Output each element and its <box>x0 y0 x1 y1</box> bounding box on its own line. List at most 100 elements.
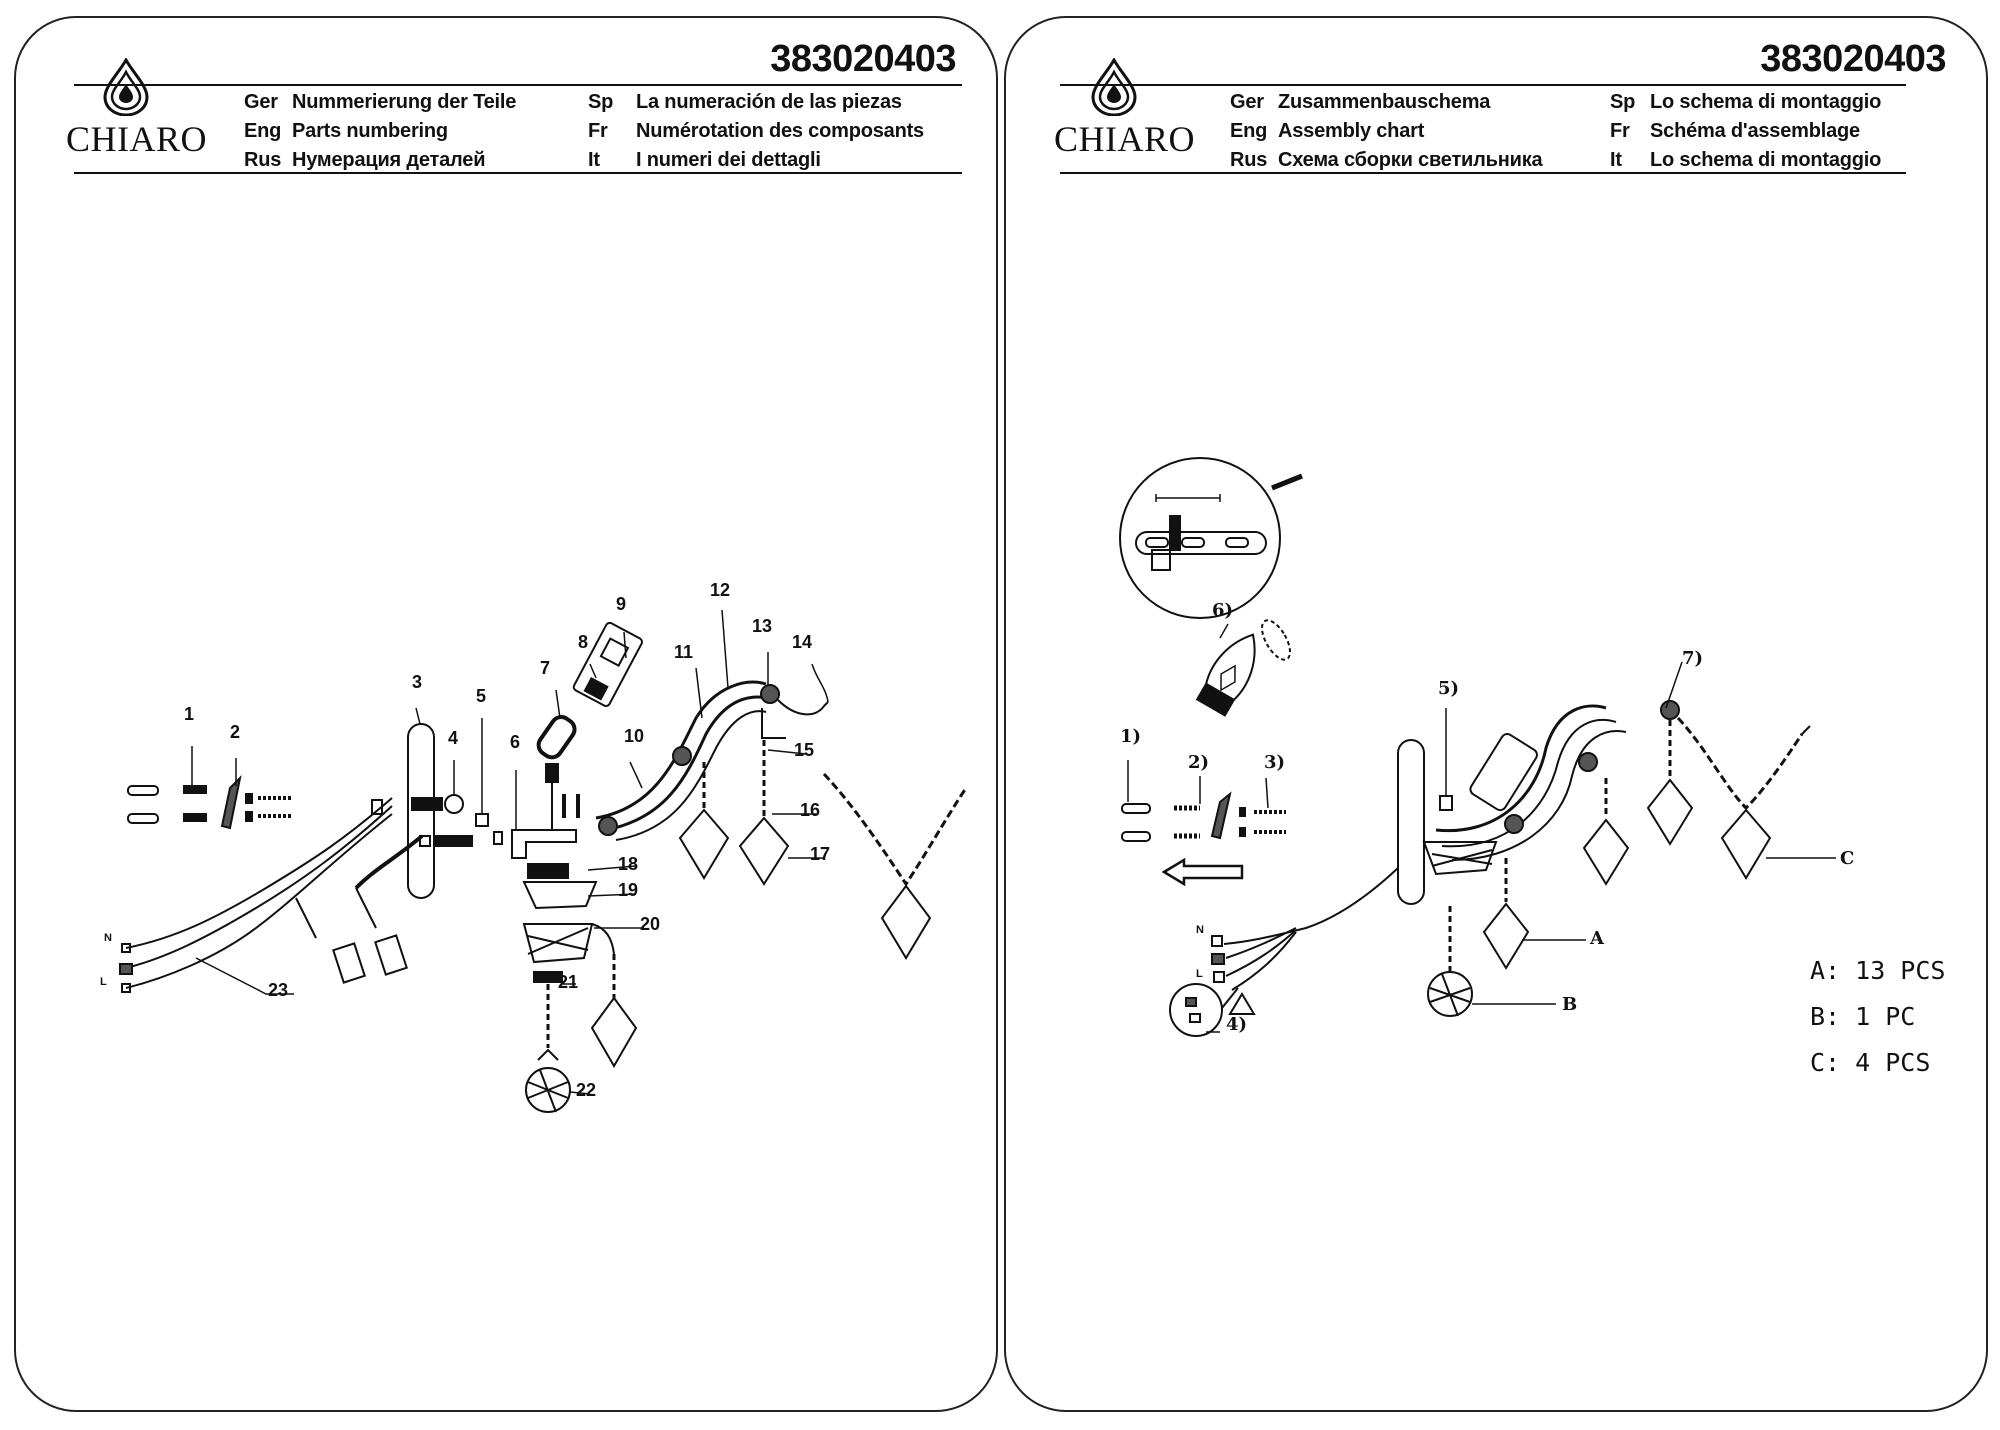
wall-anchors <box>127 785 207 824</box>
brand-logo: CHIARO <box>1054 58 1196 160</box>
drop-logo-icon <box>1091 58 1137 116</box>
left-arrow-icon <box>1161 857 1244 887</box>
callout-3: 3 <box>412 672 423 692</box>
wire-label-n: N <box>1196 924 1204 936</box>
crystal-rosette <box>1660 700 1680 720</box>
callout-20: 20 <box>640 914 661 934</box>
callout-9: 9 <box>616 594 627 614</box>
wire-label-n: N <box>104 932 112 944</box>
brand-name: CHIARO <box>1054 119 1196 159</box>
callout-1: 1 <box>184 704 195 724</box>
step-5-label: 5) <box>1438 678 1460 699</box>
product-code: 383020403 <box>770 38 956 80</box>
crystal-rosette <box>760 684 780 704</box>
callout-17: 17 <box>810 844 831 864</box>
bracket-detail-inset <box>1119 457 1303 619</box>
brand-name: CHIARO <box>66 119 208 159</box>
finial-21 <box>533 971 563 983</box>
decorative-arm <box>595 680 767 820</box>
legend-b: B: 1 PC <box>1810 1002 1916 1031</box>
arm-mount <box>511 829 577 859</box>
wire-label-l: L <box>1196 968 1203 980</box>
rotate-icon <box>1261 619 1291 661</box>
callout-21: 21 <box>558 972 579 992</box>
crystal-ball <box>525 1067 571 1113</box>
crystal-bowl <box>522 923 594 964</box>
crystal-a-3 <box>1646 720 1694 846</box>
callout-16: 16 <box>800 800 821 820</box>
callout-5: 5 <box>476 686 487 706</box>
lamp-socket <box>536 715 577 760</box>
wiring-detail <box>1169 983 1223 1037</box>
step-7-label: 7) <box>1682 648 1704 669</box>
product-code: 383020403 <box>1760 38 1946 80</box>
leader-lines <box>1127 623 1836 1033</box>
callout-18: 18 <box>618 854 639 874</box>
hook-wire <box>777 699 829 716</box>
crystal-c-swag <box>1676 716 1811 880</box>
brand-logo: CHIARO <box>66 58 208 160</box>
candle-sleeve <box>572 621 643 707</box>
callout-15: 15 <box>794 740 815 760</box>
callout-7: 7 <box>540 658 551 678</box>
callout-14: 14 <box>792 632 813 652</box>
crystal-c-label: C <box>1840 848 1855 869</box>
callout-13: 13 <box>752 616 773 636</box>
assembly-diagram <box>1119 457 1836 1037</box>
ring-nut <box>444 794 464 814</box>
crystal-a-1 <box>1482 858 1530 970</box>
terminal-block <box>475 813 489 827</box>
crystal-count-legend: A: 13 PCS B: 1 PC C: 4 PCS <box>1810 948 1945 1086</box>
step-3-label: 3) <box>1264 752 1286 773</box>
legend-c: C: 4 PCS <box>1810 1048 1931 1077</box>
anchor-1 <box>1121 803 1151 814</box>
header-rule-top <box>1060 84 1906 86</box>
header-rule-bottom <box>1060 172 1906 174</box>
drip-cup <box>522 881 598 910</box>
callout-2: 2 <box>230 722 241 742</box>
crystal-a-label: A <box>1590 928 1604 949</box>
power-cable <box>1223 867 1399 945</box>
exploded-parts-diagram <box>119 609 968 1113</box>
leader-lines <box>191 609 829 1095</box>
terminal-block <box>1439 795 1453 811</box>
crystal-b-label: B <box>1562 994 1578 1015</box>
callout-23: 23 <box>268 980 289 1000</box>
candle-bulb-icon <box>1195 633 1256 717</box>
power-wires <box>125 797 424 989</box>
legend-a: A: 13 PCS <box>1810 956 1946 985</box>
callout-4: 4 <box>448 728 459 748</box>
callout-8: 8 <box>578 632 589 652</box>
crystal-bowl <box>1422 841 1498 876</box>
header-rule-bottom <box>74 172 962 174</box>
callout-19: 19 <box>618 880 639 900</box>
lamp-socket <box>1469 733 1538 812</box>
wire-label-l: L <box>100 976 107 988</box>
step-1-label: 1) <box>1120 726 1142 747</box>
callout-12: 12 <box>710 580 731 600</box>
callout-22: 22 <box>576 1080 597 1100</box>
bracket-2 <box>1210 791 1232 840</box>
step-4-label: 4) <box>1226 1014 1248 1035</box>
decorative-arm <box>1435 704 1607 833</box>
callout-10: 10 <box>624 726 645 746</box>
step-6-label: 6) <box>1212 600 1234 621</box>
threaded-tube <box>411 797 443 811</box>
side-crystal <box>590 996 638 1068</box>
warning-icon <box>1228 992 1256 1015</box>
step-2-label: 2) <box>1188 752 1210 773</box>
mounting-screws <box>245 793 292 822</box>
mounting-bracket <box>220 774 242 830</box>
callout-11: 11 <box>674 642 694 662</box>
header-rule-top <box>74 84 962 86</box>
hanging-crystal-16 <box>738 740 790 886</box>
ring-18 <box>527 863 569 879</box>
drop-logo-icon <box>103 58 149 116</box>
hanging-crystal-11 <box>678 762 730 880</box>
